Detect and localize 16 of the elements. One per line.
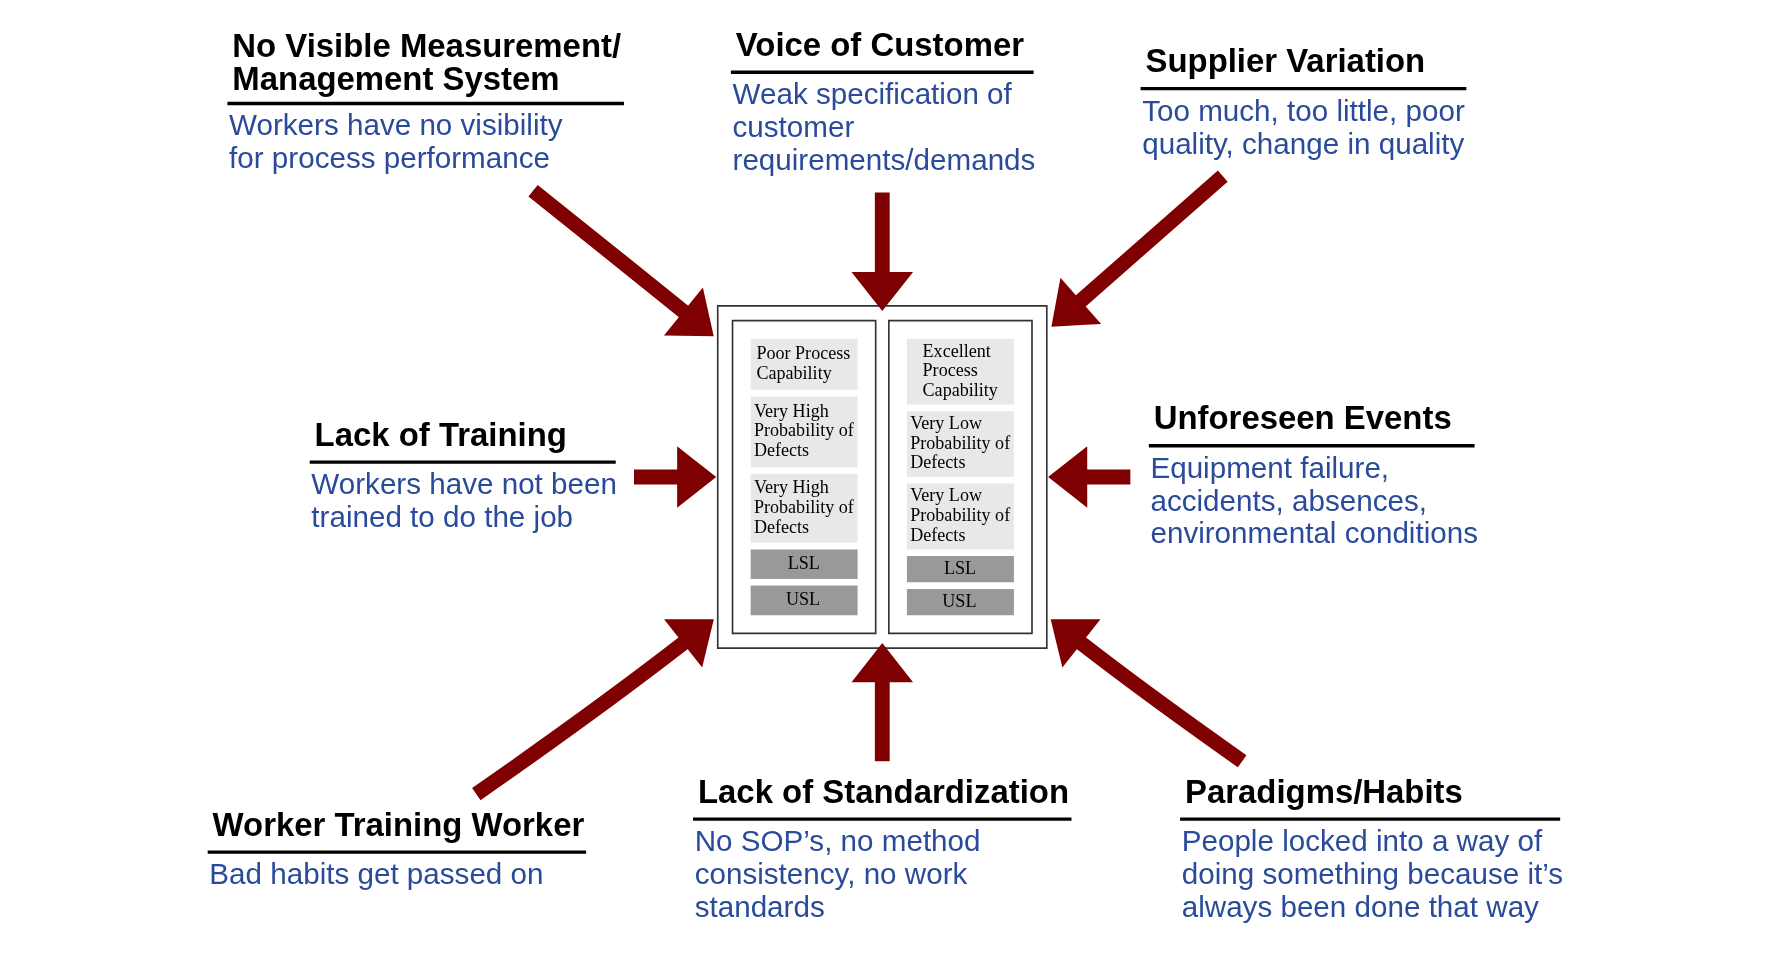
arrow [527, 185, 714, 337]
node-text: Paradigms/Habits People locked into a way of doing something because it’s always been done that way [1181, 772, 1563, 923]
arrow [1050, 619, 1246, 768]
arrow [850, 643, 913, 762]
node-text: Lack of Standardization No SOP’s, no method consistency, no work standards [694, 772, 1069, 923]
node-text: Worker Training Worker Bad habits get passed on [208, 805, 584, 891]
arrow [1050, 170, 1228, 327]
arrow [633, 446, 716, 508]
node-text: Unforeseen Events Equipment failure, accidents, absences, environmental conditions [1149, 399, 1478, 550]
arrow [1047, 446, 1130, 508]
arrow [471, 619, 714, 801]
arrow [850, 192, 913, 312]
node-text: Supplier Variation Too much, too little, poor quality, change in quality [1141, 42, 1465, 160]
node-text: Voice of Customer Weak specification of customer requirements/demands [732, 25, 1035, 176]
node-text: Lack of Training Workers have not been trained to do the job [310, 415, 617, 534]
node-text: No Visible Measurement/ Management System Workers have no visibility for process performance [228, 27, 621, 175]
